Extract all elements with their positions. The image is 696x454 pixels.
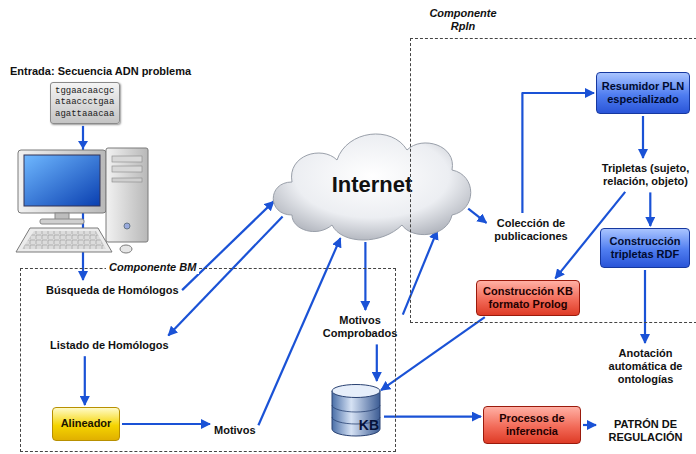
flow-arrow (364, 242, 366, 310)
node-label: Procesos de inferencia (488, 412, 576, 438)
output-text: Anotación automática de ontologías (598, 345, 693, 389)
process-box: Procesos de inferencia (483, 406, 581, 444)
node-label: Resumidor PLN especializado (601, 80, 685, 106)
node-label: Anotación automática de ontologías (600, 347, 691, 387)
flow-arrow (168, 216, 282, 335)
flow-arrow (642, 116, 644, 158)
node-label: Motivos Comprobados (320, 314, 400, 340)
dna-sequence: tggaacaacgc ataaccctgaa agattaaacaa (50, 82, 120, 124)
node-label: Listado de Homólogos (50, 339, 169, 352)
database-cylinder: KB (330, 383, 382, 439)
node-label: Búsqueda de Homólogos (46, 284, 179, 297)
node-label: Colección de publicaciones (490, 217, 572, 243)
flow-arrow (522, 93, 594, 213)
component-region: Componente BMBúsqueda de HomólogosListad… (20, 268, 396, 452)
process-text: Colección de publicaciones (488, 215, 574, 245)
process-text: Motivos Comprobados (318, 312, 402, 342)
node-label: Construcción KB formato Prolog (481, 285, 575, 311)
flow-arrow (376, 344, 378, 381)
output-text: PATRÓN DE REGULACIÓN (598, 416, 693, 446)
input-sequence: Entrada: Secuencia ADN problema tggaacaac… (8, 64, 228, 124)
node-label: Internet (332, 172, 413, 198)
flow-arrow (384, 416, 481, 418)
process-text: Motivos (212, 422, 258, 439)
node-label: Construcción tripletas RDF (605, 235, 685, 261)
node-label: PATRÓN DE REGULACIÓN (600, 418, 691, 444)
internet-cloud: Internet (262, 120, 482, 245)
node-label: Alineador (61, 417, 112, 430)
flow-arrow (649, 192, 651, 226)
process-box: Construcción tripletas RDF (600, 228, 690, 268)
flow-arrow (583, 424, 596, 426)
process-box: Construcción KB formato Prolog (476, 280, 580, 316)
process-text: Listado de Homólogos (48, 337, 171, 354)
flow-arrow (403, 231, 437, 315)
node-label: KB (359, 417, 379, 433)
flow-arrow (468, 209, 486, 223)
process-box: Resumidor PLN especializado (596, 72, 690, 114)
flow-arrow (84, 356, 86, 405)
flow-arrow (644, 270, 646, 343)
node-label: Entrada: Secuencia ADN problema (8, 64, 228, 79)
component-region: Componente RplnColección de publicacione… (410, 38, 696, 323)
node-label: Tripletas (sujeto, relación, objeto) (600, 162, 691, 188)
node-label: Componente BM (106, 261, 199, 274)
aligner-box: Alineador (52, 407, 120, 441)
process-text: Tripletas (sujeto, relación, objeto) (598, 160, 693, 190)
flow-arrow (182, 201, 274, 290)
node-label: Componente Rpln (415, 7, 511, 33)
flow-arrow (122, 423, 210, 425)
node-label: Motivos (214, 424, 256, 437)
process-text: Búsqueda de Homólogos (44, 282, 181, 299)
